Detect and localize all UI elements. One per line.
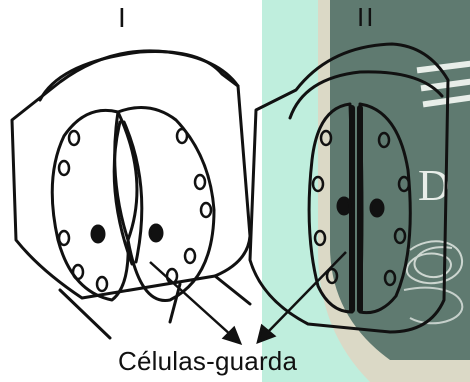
- guard-cell-right: [118, 108, 214, 301]
- background-overlay: D: [262, 0, 470, 382]
- nucleus-right: [150, 225, 162, 241]
- label-i: I: [118, 2, 126, 34]
- stoma-i: [12, 51, 250, 338]
- nucleus-left-ii: [338, 198, 350, 214]
- caption: Células-guarda: [118, 346, 297, 377]
- nucleus-left: [92, 226, 104, 242]
- label-ii: II: [357, 2, 375, 33]
- nucleus-right-ii: [371, 200, 383, 216]
